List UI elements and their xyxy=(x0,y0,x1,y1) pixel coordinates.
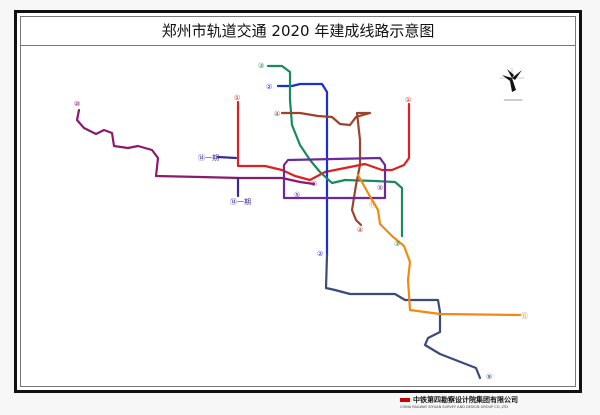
line-1-badge-west: ① xyxy=(234,94,240,102)
company-name-en: CHINA RAILWAY SIYUAN SURVEY AND DESIGN G… xyxy=(400,405,508,409)
company-footer: 中铁第四勘察设计院集团有限公司 CHINA RAILWAY SIYUAN SUR… xyxy=(400,395,518,409)
line-14-path xyxy=(216,155,240,198)
line-2-badge-south: ② xyxy=(317,250,323,258)
line-14-badge-south: ⑭一期 xyxy=(230,198,251,206)
company-logo-icon xyxy=(400,398,410,402)
line-5-path xyxy=(282,156,387,200)
line-2-badge-north: ② xyxy=(266,83,272,91)
line-9-path xyxy=(324,253,482,380)
line-11-badge: ⑪ xyxy=(369,201,376,209)
line-4-path xyxy=(280,111,372,227)
map-frame: 郑州市轨道交通 2020 年建成线路示意图 xyxy=(14,10,582,393)
line-1-path xyxy=(236,100,411,182)
line-11-path xyxy=(356,173,522,317)
line-3-badge-north: ③ xyxy=(258,62,264,70)
line-6-badge: ⑥ xyxy=(311,180,317,188)
company-name: 中铁第四勘察设计院集团有限公司 xyxy=(413,396,518,404)
line-12-badge: ⑫ xyxy=(521,312,528,320)
line-4-badge-north: ④ xyxy=(274,110,280,118)
map-inner-border: 郑州市轨道交通 2020 年建成线路示意图 xyxy=(20,16,576,387)
line-14-badge-north: ⑭一期 xyxy=(198,154,219,162)
badges: ⑩ ⑭一期 ⑭一期 ① ① ② ② ③ ③ ④ ④ ⑤ ⑤ ⑥ ⑪ ⑫ ⑨ xyxy=(74,62,528,381)
line-9-badge: ⑨ xyxy=(486,373,492,381)
north-arrow-icon xyxy=(499,67,525,101)
line-5-badge-east: ⑤ xyxy=(377,184,383,192)
line-3-badge-south: ③ xyxy=(394,240,400,248)
line-4-badge-south: ④ xyxy=(357,226,363,234)
line-5-badge-west: ⑤ xyxy=(294,191,300,199)
line-10-path xyxy=(75,108,316,186)
line-2-path xyxy=(276,82,329,257)
map-title: 郑州市轨道交通 2020 年建成线路示意图 xyxy=(21,17,575,46)
line-3-path xyxy=(266,64,404,238)
line-10-badge: ⑩ xyxy=(74,100,80,108)
line-1-badge-east: ① xyxy=(405,96,411,104)
